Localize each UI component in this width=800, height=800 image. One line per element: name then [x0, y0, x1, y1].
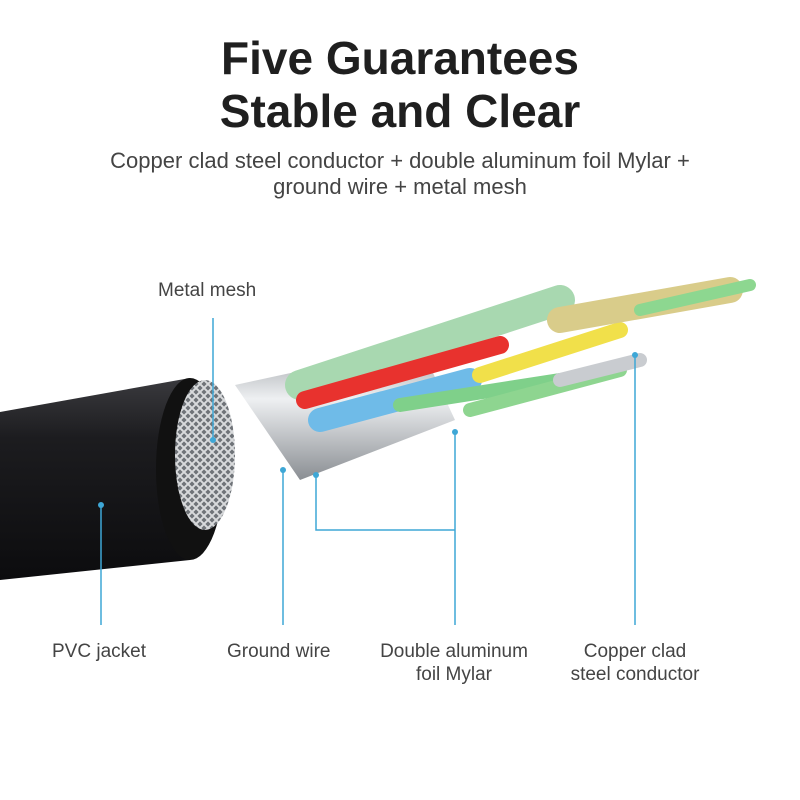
- label-conductor-line-2: steel conductor: [570, 664, 700, 685]
- label-foil-line-2: foil Mylar: [415, 664, 492, 685]
- label-conductor: Copper clad steel conductor: [560, 640, 710, 686]
- metal-mesh: [175, 380, 235, 530]
- label-metal-mesh: Metal mesh: [158, 280, 257, 301]
- label-ground-wire: Ground wire: [227, 641, 331, 662]
- label-foil-line-1: Double aluminum: [380, 641, 528, 662]
- inner-wires: [285, 277, 756, 432]
- callout-lines: [100, 318, 636, 625]
- label-conductor-line-1: Copper clad: [583, 641, 687, 662]
- subtitle-line-1: Copper clad steel conductor + double alu…: [110, 148, 690, 173]
- title-line-1: Five Guarantees: [221, 32, 579, 84]
- title-line-2: Stable and Clear: [219, 85, 581, 137]
- pvc-jacket: [0, 378, 190, 580]
- label-foil: Double aluminum foil Mylar: [374, 640, 534, 686]
- subtitle-line-2: ground wire + metal mesh: [273, 174, 527, 199]
- label-pvc-jacket: PVC jacket: [52, 641, 146, 662]
